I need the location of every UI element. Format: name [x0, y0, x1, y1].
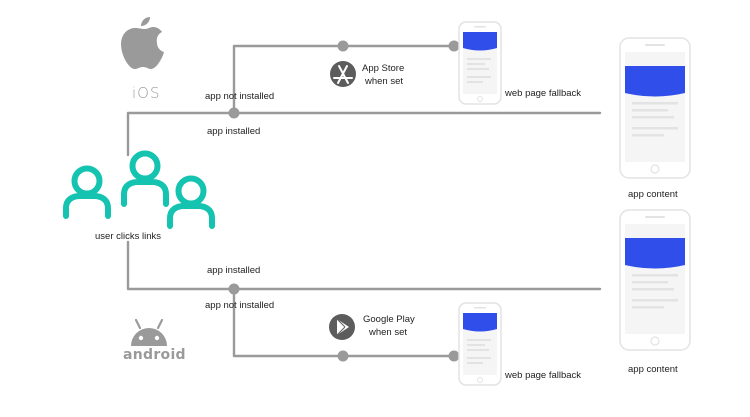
ios-not-installed-label: app not installed [205, 91, 275, 102]
android-path-dot-2 [448, 350, 460, 362]
app-store-icon [330, 61, 356, 87]
android-web-fallback-label: web page fallback [505, 370, 582, 381]
user-label: user clicks links [95, 231, 161, 242]
google-play-when-set-label: when set [369, 327, 408, 338]
ios-installed-label: app installed [207, 126, 261, 137]
app-store-when-set-label: when set [365, 76, 404, 87]
users-group-icon [63, 150, 215, 229]
ios-path-dot-1 [337, 40, 349, 52]
android-robot-icon [131, 318, 167, 346]
ios-not-installed-path [232, 44, 456, 115]
android-not-installed-path [232, 287, 456, 358]
ios-branch-dot [228, 107, 240, 119]
android-installed-path [126, 240, 602, 291]
google-play-icon [329, 314, 355, 340]
android-fallback-phone [458, 302, 502, 386]
ios-web-fallback-label: web page fallback [505, 88, 582, 99]
app-store-label: App Store [362, 63, 405, 74]
android-app-content-label: app content [628, 364, 678, 375]
google-play-label: Google Play [363, 314, 415, 325]
ios-app-content-label: app content [628, 189, 678, 200]
ios-label: iOS [132, 84, 161, 102]
apple-icon [121, 17, 164, 69]
android-not-installed-label: app not installed [205, 300, 275, 311]
ios-fallback-phone [458, 21, 502, 105]
android-installed-label: app installed [207, 265, 261, 276]
ios-path-dot-2 [448, 40, 460, 52]
ios-app-content-phone [619, 37, 691, 179]
android-label: android [123, 347, 186, 363]
android-path-dot-1 [337, 350, 349, 362]
android-branch-dot [228, 283, 240, 295]
android-app-content-phone [619, 209, 691, 351]
ios-installed-path [126, 111, 602, 157]
